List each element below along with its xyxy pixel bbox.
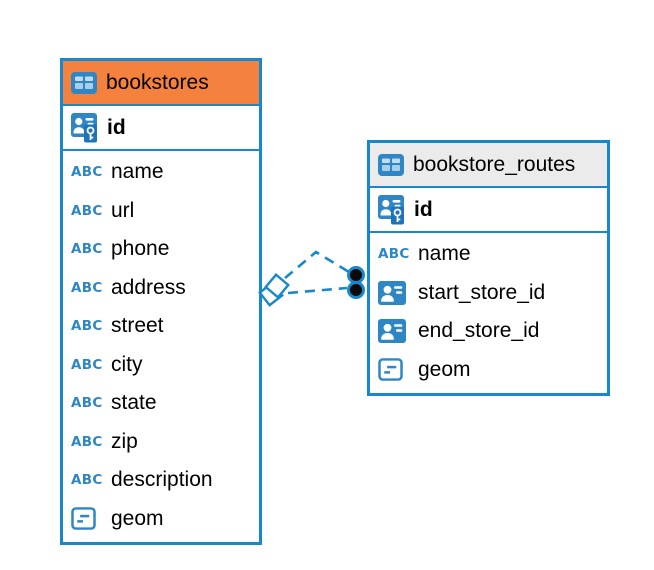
text-type-abc-icon: ABC	[71, 356, 103, 373]
table-title: bookstore_routes	[413, 152, 576, 176]
column-row[interactable]: ABC zip	[63, 423, 259, 462]
column-name: url	[111, 198, 135, 222]
text-type-abc-icon: ABC	[71, 279, 103, 296]
geometry-type-icon	[378, 358, 411, 381]
dot-marker-end-store	[347, 281, 365, 299]
text-type-abc-icon: ABC	[71, 164, 103, 181]
relationship-line-end-store[interactable]	[287, 286, 348, 295]
text-type-abc-icon: ABC	[71, 202, 103, 219]
table-bookstores[interactable]: bookstores id ABC name ABC url ABC phone…	[60, 58, 262, 545]
column-row-pk[interactable]: id	[63, 106, 259, 151]
text-type-abc-icon: ABC	[71, 241, 103, 258]
column-row[interactable]: ABC street	[63, 307, 259, 346]
column-name: end_store_id	[418, 319, 540, 343]
column-row[interactable]: ABC name	[63, 153, 259, 192]
column-row[interactable]: geom	[63, 500, 259, 539]
relationship-line-start-store[interactable]	[284, 250, 350, 279]
column-name: city	[111, 352, 143, 376]
column-row[interactable]: end_store_id	[370, 312, 607, 351]
column-name: geom	[111, 506, 164, 530]
column-name: zip	[111, 429, 138, 453]
column-name: id	[107, 115, 126, 139]
table-bookstore-routes[interactable]: bookstore_routes id ABC name start_store…	[367, 140, 610, 396]
column-name: name	[418, 242, 471, 266]
text-type-abc-icon: ABC	[71, 395, 103, 412]
primary-key-user-icon	[71, 113, 98, 143]
column-row[interactable]: start_store_id	[370, 274, 607, 313]
column-row[interactable]: ABC description	[63, 461, 259, 500]
column-name: name	[111, 160, 164, 184]
column-name: description	[111, 468, 213, 492]
column-name: street	[111, 314, 164, 338]
column-name: phone	[111, 237, 170, 261]
column-name: address	[111, 275, 186, 299]
table-bookstore-routes-header[interactable]: bookstore_routes	[370, 143, 607, 188]
text-type-abc-icon: ABC	[71, 472, 103, 489]
text-type-abc-icon: ABC	[378, 246, 410, 263]
geometry-type-icon	[71, 507, 104, 530]
column-row[interactable]: ABC state	[63, 384, 259, 423]
diamond-marker-front	[264, 273, 290, 299]
column-row-pk[interactable]: id	[370, 188, 607, 233]
dot-marker-start-store	[347, 266, 365, 284]
table-bookstores-header[interactable]: bookstores	[63, 61, 259, 106]
column-row[interactable]: ABC name	[370, 235, 607, 274]
column-row[interactable]: ABC city	[63, 346, 259, 385]
column-list: ABC name ABC url ABC phone ABC address A…	[63, 151, 259, 542]
primary-key-user-icon	[378, 195, 405, 225]
column-name: start_store_id	[418, 280, 546, 304]
table-icon	[378, 154, 405, 176]
foreign-key-user-icon	[378, 281, 411, 305]
column-row[interactable]: ABC phone	[63, 230, 259, 269]
text-type-abc-icon: ABC	[71, 433, 103, 450]
text-type-abc-icon: ABC	[71, 318, 103, 335]
column-row[interactable]: geom	[370, 351, 607, 390]
column-row[interactable]: ABC address	[63, 269, 259, 308]
table-icon	[71, 72, 98, 94]
column-row[interactable]: ABC url	[63, 192, 259, 231]
column-name: state	[111, 391, 157, 415]
diamond-marker-back	[258, 281, 284, 307]
column-name: id	[414, 197, 433, 221]
column-list: ABC name start_store_id end_store_id geo…	[370, 233, 607, 393]
column-name: geom	[418, 357, 471, 381]
table-title: bookstores	[106, 70, 209, 94]
foreign-key-user-icon	[378, 319, 411, 343]
